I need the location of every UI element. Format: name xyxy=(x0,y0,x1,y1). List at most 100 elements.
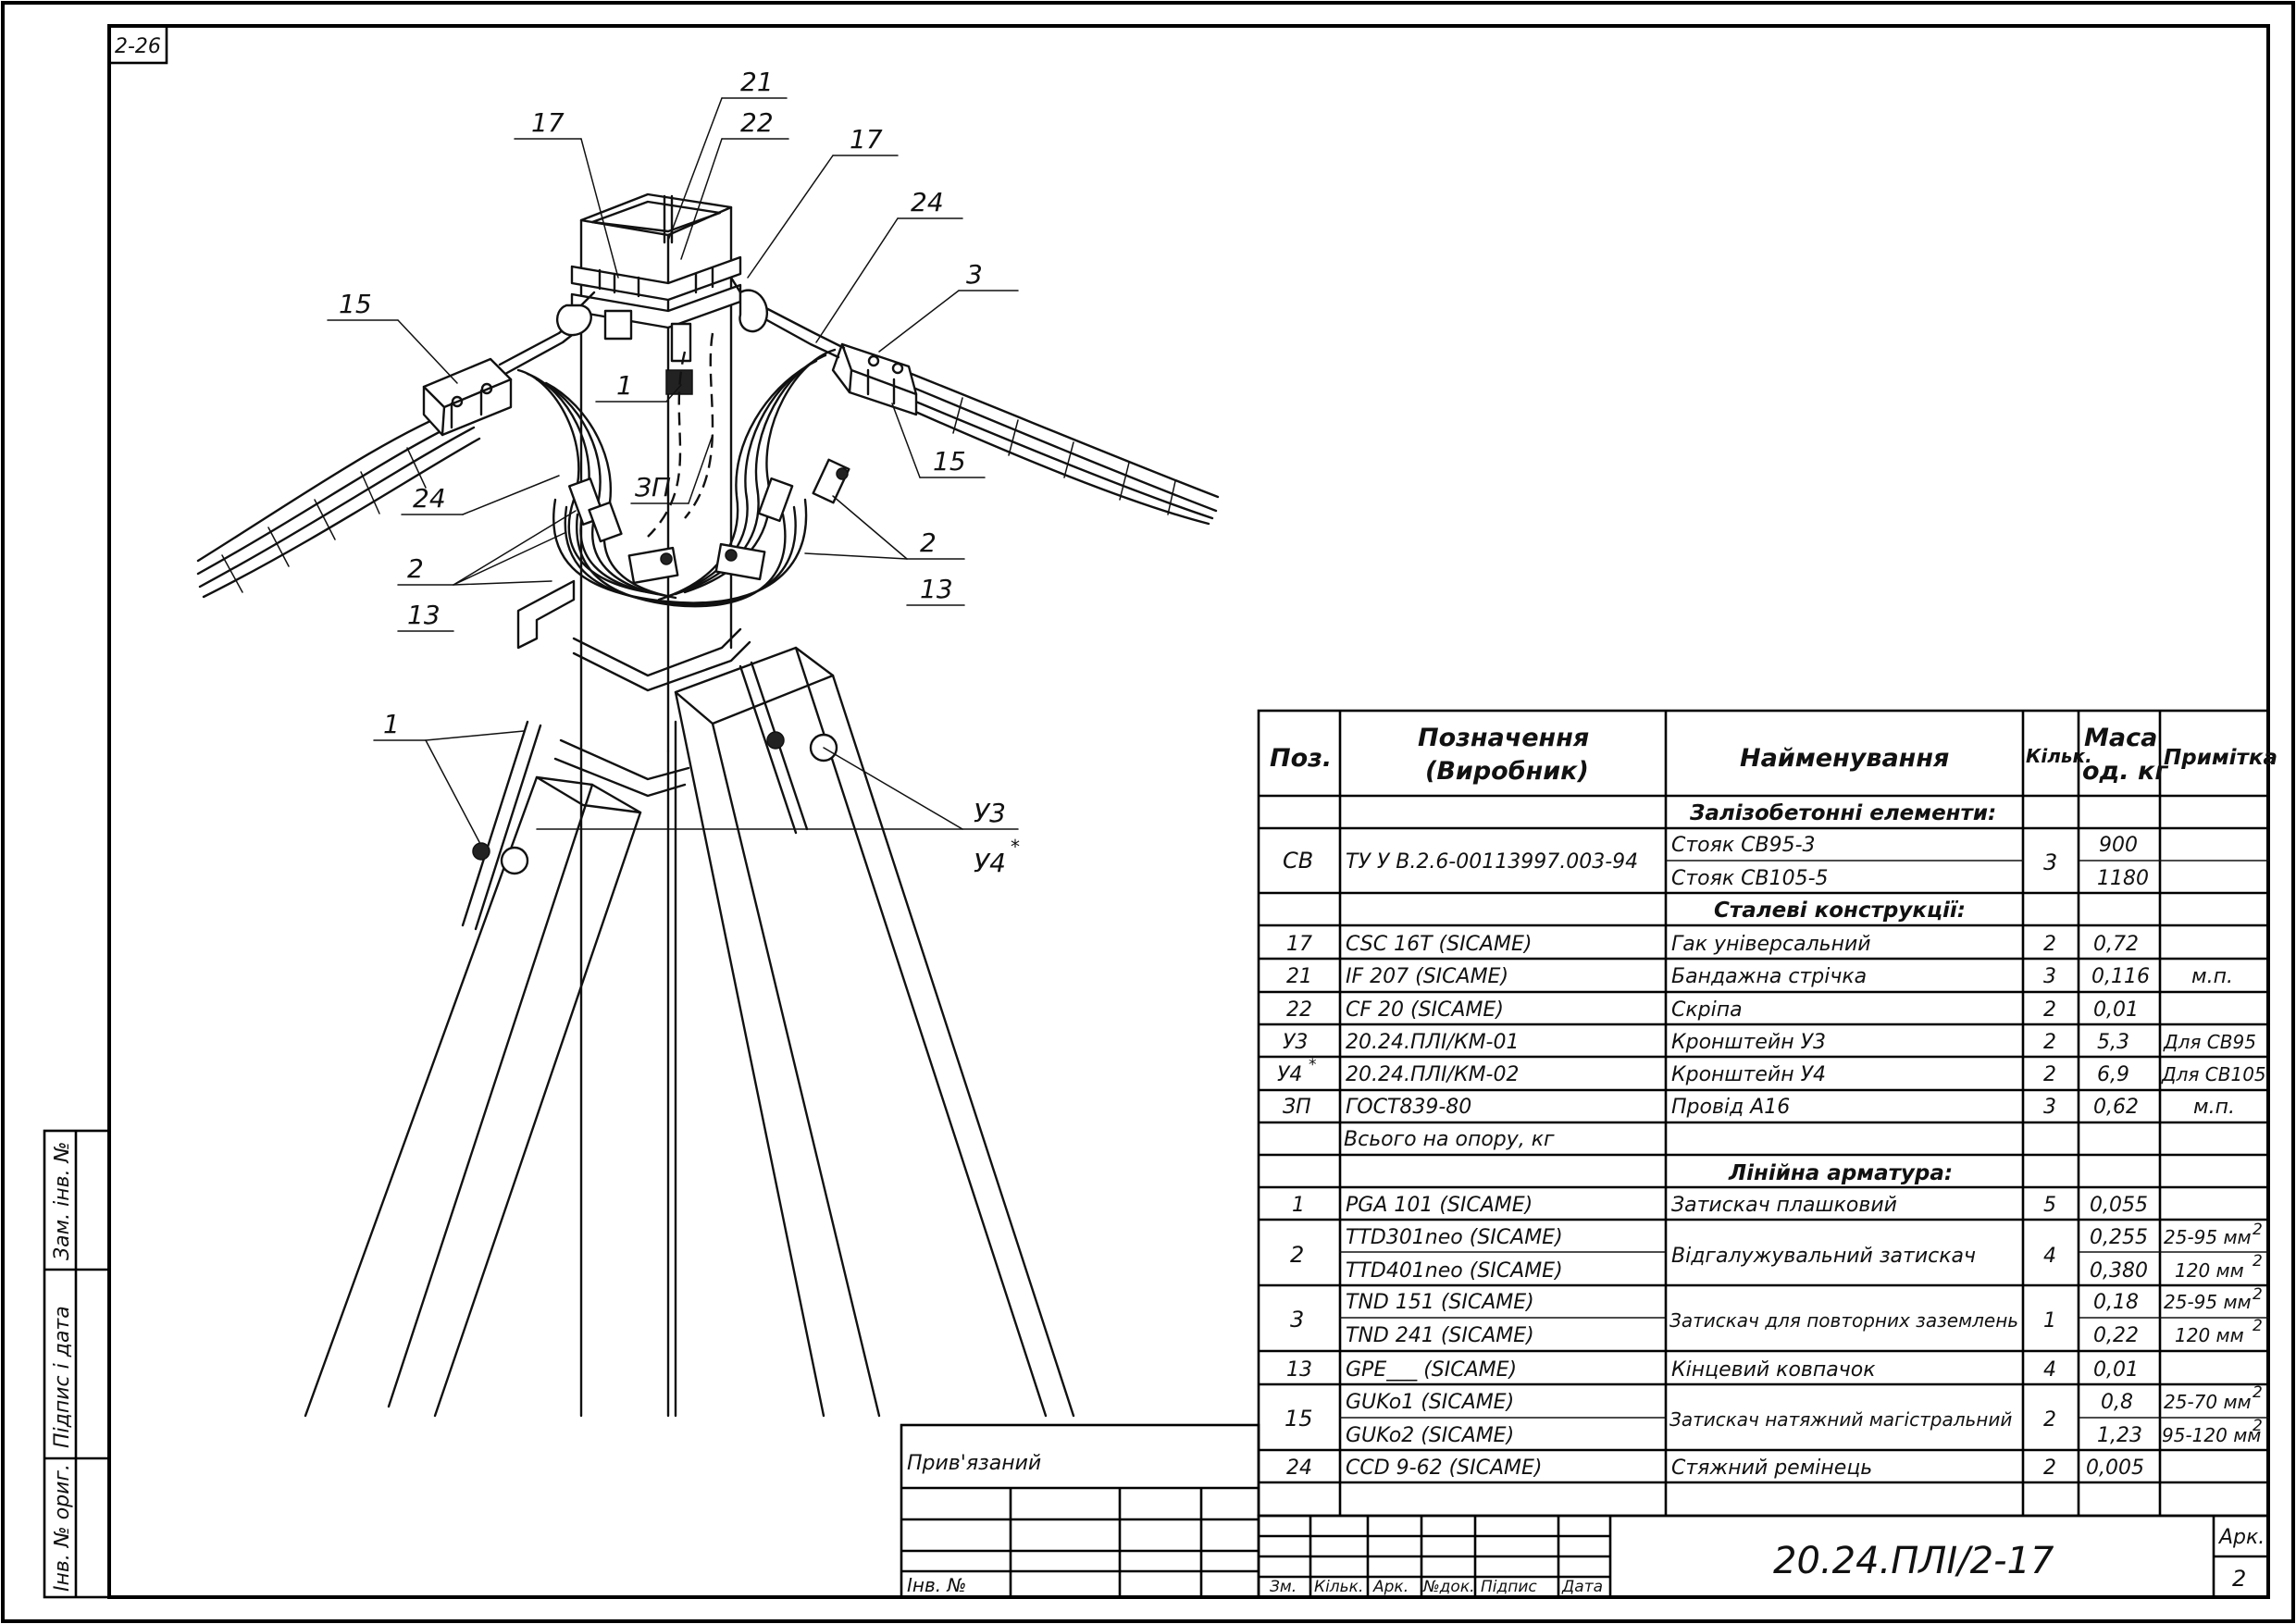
cell-22-name: Скріпа xyxy=(1671,998,1743,1022)
cell-15-note-2: 95-120 мм xyxy=(2162,1424,2261,1446)
col-header-mass-unit: од. кг xyxy=(2082,757,2168,786)
callout-13-left: 13 xyxy=(407,600,441,630)
corner-code: 2-26 xyxy=(115,35,161,58)
cell-cv-name-1: Стояк СВ95-3 xyxy=(1671,834,1816,857)
side-stamp: Інв. № ориг. Підпис і дата Зам. інв. № xyxy=(43,1129,111,1599)
cell-2-des-1: TTD301neo (SICAME) xyxy=(1346,1226,1563,1249)
cell-17-mass: 0,72 xyxy=(2093,933,2139,956)
hook-right xyxy=(729,276,769,333)
stamp-zam-inv: Зам. інв. № xyxy=(51,1142,74,1261)
cell-15-note-1: 25-70 мм xyxy=(2164,1391,2252,1413)
cell-15-name: Затискач натяжний магістральний xyxy=(1669,1408,2012,1431)
cell-3-note-1: 25-95 мм xyxy=(2164,1291,2252,1313)
col-header-qty: Кільк. xyxy=(2026,745,2092,767)
cell-1-des: PGA 101 (SICAME) xyxy=(1346,1194,1533,1217)
cell-3-note-2: 120 мм xyxy=(2175,1324,2244,1346)
cell-15-mass-1: 0,8 xyxy=(2101,1391,2133,1414)
spec-table: Поз. Позначення (Виробник) Найменування … xyxy=(1257,709,2277,1518)
cell-cv-mass-2: 1180 xyxy=(2097,867,2149,890)
callout-24-left: 24 xyxy=(413,483,446,514)
cell-2-note-1-sup: 2 xyxy=(2253,1221,2263,1239)
tension-clamp-left xyxy=(422,357,513,437)
callout-24-top: 24 xyxy=(911,187,944,217)
cell-2-name: Відгалужувальний затискач xyxy=(1671,1245,1976,1268)
cell-21-note: м.п. xyxy=(2191,965,2233,988)
cell-u3-des: 20.24.ПЛІ/КМ-01 xyxy=(1346,1031,1520,1054)
cell-2-mass-2: 0,380 xyxy=(2090,1259,2148,1283)
col-header-manufacturer: (Виробник) xyxy=(1425,757,1589,786)
bound-label: Прив'язаний xyxy=(907,1452,1041,1475)
cell-zp-note: м.п. xyxy=(2193,1096,2235,1119)
cell-u3-pos: У3 xyxy=(1283,1031,1308,1054)
cell-13-mass: 0,01 xyxy=(2093,1358,2139,1382)
bound-block: Прив'язаний Інв. № xyxy=(900,1423,1260,1599)
callout-17-right: 17 xyxy=(850,124,883,155)
section-concrete: Залізобетонні елементи: xyxy=(1689,801,1996,825)
cell-17-name: Гак універсальний xyxy=(1671,933,1871,956)
callout-u4-star: * xyxy=(1011,836,1020,858)
cell-1-mass: 0,055 xyxy=(2090,1194,2148,1217)
cell-3-note-2-sup: 2 xyxy=(2253,1317,2263,1335)
cell-24-pos: 24 xyxy=(1286,1457,1312,1480)
cell-u4-pos: У4 xyxy=(1277,1063,1302,1086)
stamp-sign-date: Підпис і дата xyxy=(51,1306,74,1448)
cell-2-note-2-sup: 2 xyxy=(2253,1252,2263,1271)
cell-cv-qty: 3 xyxy=(2043,849,2057,875)
cell-2-qty: 4 xyxy=(2043,1245,2056,1268)
cell-24-name: Стяжний ремінець xyxy=(1671,1457,1872,1480)
tension-clamp-right xyxy=(831,342,918,416)
callout-17-left: 17 xyxy=(531,107,565,138)
stamp-inv-orig: Інв. № ориг. xyxy=(51,1464,74,1592)
cell-3-note-1-sup: 2 xyxy=(2253,1285,2263,1304)
callout-u4: У4 xyxy=(974,848,1006,878)
callout-3: 3 xyxy=(966,259,983,290)
cell-cv-name-2: Стояк СВ105-5 xyxy=(1671,867,1829,890)
cell-3-name: Затискач для повторних заземлень xyxy=(1669,1309,2018,1332)
cell-13-pos: 13 xyxy=(1286,1358,1312,1382)
cell-zp-name: Провід А16 xyxy=(1671,1096,1790,1119)
pole-legs xyxy=(304,646,1075,1418)
col-header-name: Найменування xyxy=(1740,744,1949,773)
cell-u4-star: * xyxy=(1309,1056,1317,1074)
cell-13-des: GPE___ (SICAME) xyxy=(1346,1358,1517,1382)
cell-17-pos: 17 xyxy=(1286,933,1312,956)
cell-total: Всього на опору, кг xyxy=(1344,1128,1555,1151)
cell-22-pos: 22 xyxy=(1286,998,1312,1022)
cell-2-des-2: TTD401neo (SICAME) xyxy=(1346,1259,1563,1283)
cell-15-note-1-sup: 2 xyxy=(2253,1383,2263,1402)
cell-u3-mass: 5,3 xyxy=(2097,1031,2129,1054)
cell-15-qty: 2 xyxy=(2043,1408,2056,1432)
col-header-note: Примітка xyxy=(2164,746,2277,770)
cell-u3-qty: 2 xyxy=(2043,1031,2056,1054)
cell-3-des-1: TND 151 (SICAME) xyxy=(1346,1291,1534,1314)
cell-3-des-2: TND 241 (SICAME) xyxy=(1346,1324,1534,1347)
cell-cv-pos: СВ xyxy=(1283,848,1313,874)
cell-cv-mass-1: 900 xyxy=(2099,834,2138,857)
callout-zp: ЗП xyxy=(635,472,671,502)
cell-13-qty: 4 xyxy=(2043,1358,2056,1382)
cell-2-note-2: 120 мм xyxy=(2175,1259,2244,1282)
cell-2-pos: 2 xyxy=(1290,1242,1304,1268)
cell-1-qty: 5 xyxy=(2043,1194,2056,1217)
callout-1-bottom: 1 xyxy=(383,709,400,739)
cell-1-pos: 1 xyxy=(1292,1194,1305,1217)
callouts: 21 22 17 17 24 3 15 1 ЗП 24 xyxy=(327,67,1020,878)
cell-u4-name: Кронштейн У4 xyxy=(1671,1063,1826,1086)
callout-2-right: 2 xyxy=(920,527,937,558)
cell-zp-qty: 3 xyxy=(2043,1096,2056,1119)
cell-15-pos: 15 xyxy=(1285,1406,1313,1432)
cell-15-mass-2: 1,23 xyxy=(2097,1424,2142,1447)
cell-24-mass: 0,005 xyxy=(2086,1457,2144,1480)
cell-17-qty: 2 xyxy=(2043,933,2056,956)
sheet-number: 2 xyxy=(2232,1566,2246,1592)
col-header-pos: Поз. xyxy=(1270,744,1332,773)
callout-u3: У3 xyxy=(974,798,1006,828)
section-fittings: Лінійна арматура: xyxy=(1728,1161,1953,1185)
callout-2-left: 2 xyxy=(407,553,424,584)
cell-2-note-1: 25-95 мм xyxy=(2164,1226,2252,1248)
callout-15-right: 15 xyxy=(933,446,966,477)
tb-ndok: №док. xyxy=(1422,1578,1475,1596)
cell-22-qty: 2 xyxy=(2043,998,2056,1022)
cell-3-pos: 3 xyxy=(1290,1307,1304,1333)
cell-22-des: CF 20 (SICAME) xyxy=(1346,998,1504,1022)
